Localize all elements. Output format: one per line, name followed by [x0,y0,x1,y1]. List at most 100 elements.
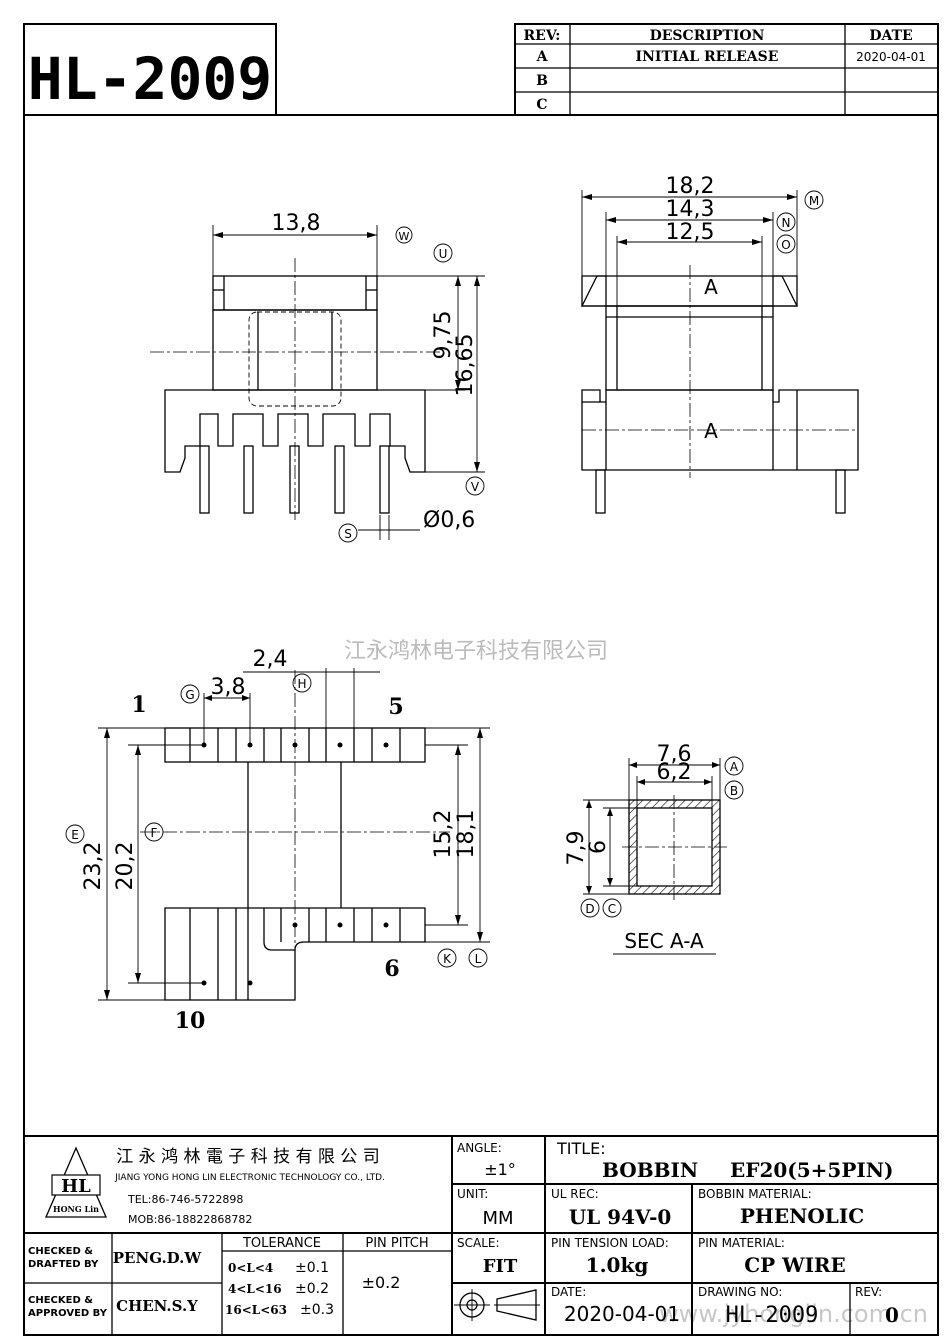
front-view: 13,8 W 9,75 16,65 U V Ø0,6 S [150,211,485,543]
section-label-top: A [704,275,718,299]
inner-dim: 15,2 [431,810,456,859]
title-value-2: EF20(5+5PIN) [730,1158,893,1182]
pin-material-label: PIN MATERIAL: [698,1236,785,1250]
pin-marker: S [344,527,352,541]
tol-value-1: ±0.1 [295,1260,329,1276]
pitch-span-dim: 2,4 [253,647,288,672]
section-outer-w-marker: A [730,760,739,774]
row-span-dim: 20,2 [113,842,138,891]
right-marker-2: L [475,952,482,966]
material-label: BOBBIN MATERIAL: [698,1187,812,1201]
front-pin [379,445,390,514]
section-view: 7,6 6,2 A B 7,9 6 D C SEC A-A [564,742,744,955]
pin-label-6: 6 [384,956,399,982]
title-label: TITLE: [556,1139,606,1158]
overall-marker: E [71,828,79,842]
section-inner-w-marker: B [730,784,738,798]
checked-approved-label: CHECKED & [28,1295,93,1306]
tol-range-3: 16<L<63 [225,1303,287,1317]
section-outer-w-dim: 7,6 [657,742,692,767]
drawing-no-value: HL-2009 [726,1303,819,1328]
front-width-marker: W [399,230,410,243]
rev-header: REV: [524,28,561,44]
date-header: DATE [869,28,912,44]
rev-a-description: INITIAL RELEASE [636,49,779,65]
tol-value-3: ±0.3 [300,1302,334,1318]
description-header: DESCRIPTION [650,28,765,44]
checked-approved-label-2: APPROVED BY [28,1308,108,1319]
date-value: 2020-04-01 [564,1302,680,1326]
logo-text: HL [61,1176,91,1197]
section-outer-h-dim: 7,9 [564,831,589,866]
angle-value: ±1° [484,1160,516,1179]
logo-sub: HONG Lin [53,1204,99,1214]
section-caption: SEC A-A [624,929,704,953]
angle-label: ANGLE: [457,1141,502,1155]
company-name-en: JIANG YONG HONG LIN ELECTRONIC TECHNOLOG… [114,1173,385,1183]
top-marker: U [439,247,448,261]
revision-table: REV: DESCRIPTION DATE A INITIAL RELEASE … [514,23,939,116]
side-view: A A 18,2 14,3 12,5 M N O [580,174,859,514]
front-pin [334,445,345,514]
company-watermark: 江永鸿林电子科技有限公司 [344,639,608,664]
checked-approved-value: CHEN.S.Y [116,1297,198,1315]
side-mid-dim: 14,3 [666,197,715,222]
side-pin [835,469,846,514]
checked-drafted-label-2: DRAFTED BY [28,1259,99,1270]
scale-label: SCALE: [457,1236,500,1250]
section-inner-h-dim: 6 [586,840,611,854]
front-pin [289,445,300,514]
width-dim: 18,1 [454,810,479,859]
row-marker: F [151,826,158,840]
unit-label: UNIT: [457,1187,488,1201]
pin-label-1: 1 [131,692,146,718]
title-value-1: BOBBIN [602,1158,698,1182]
tol-range-2: 4<L<16 [228,1282,282,1296]
front-pin [199,445,210,514]
pin-pitch-value: ±0.2 [362,1273,401,1292]
part-number: HL-2009 [28,45,272,113]
pitch-marker: G [185,688,194,702]
projection-symbol [454,1289,540,1321]
bottom-marker: V [471,480,480,494]
part-number-box [23,23,277,116]
side-pin [595,469,606,514]
unit-value: MM [482,1208,513,1229]
side-mid-marker: N [782,216,791,230]
pitch-dim: 3,8 [211,675,246,700]
overall-dim: 23,2 [81,842,106,891]
right-marker-1: K [443,952,452,966]
front-pin [243,445,254,514]
side-inner-marker: O [781,238,790,252]
span-marker: H [297,677,306,691]
tolerance-label: TOLERANCE [242,1236,321,1251]
scale-value: FIT [483,1256,518,1277]
tol-range-1: 0<L<4 [228,1261,273,1275]
side-inner-dim: 12,5 [666,220,715,245]
tol-value-2: ±0.2 [295,1281,329,1297]
date-label: DATE: [551,1285,586,1299]
section-h2-marker: C [608,902,616,916]
section-label-bottom: A [704,419,718,443]
tension-label: PIN TENSION LOAD: [551,1236,669,1250]
pin-pitch-label: PIN PITCH [365,1236,428,1251]
material-value: PHENOLIC [740,1204,864,1228]
checked-drafted-value: PENG.D.W [113,1249,203,1267]
pin-label-10: 10 [175,1008,206,1034]
core-height-dim: 9,75 [431,311,456,360]
checked-drafted-label: CHECKED & [28,1246,93,1257]
tension-value: 1.0kg [586,1253,649,1277]
ul-value: UL 94V-0 [569,1205,672,1229]
rev-label: REV: [855,1285,882,1299]
pin-label-5: 5 [388,694,403,720]
ul-label: UL REC: [551,1187,599,1201]
side-outer-marker: M [809,194,819,208]
pin-dia-dim: Ø0,6 [423,508,475,533]
rev-a: A [536,49,549,65]
title-block: HL HONG Lin 江 永 鸿 林 電 子 科 技 有 限 公 司 JIAN… [23,1135,939,1336]
section-h1-marker: D [585,902,594,916]
website-watermark: www.jyhonglin.com.cn [659,1300,928,1328]
drawing-no-label: DRAWING NO: [698,1285,782,1299]
company-tel: TEL:86-746-5722898 [127,1193,243,1206]
